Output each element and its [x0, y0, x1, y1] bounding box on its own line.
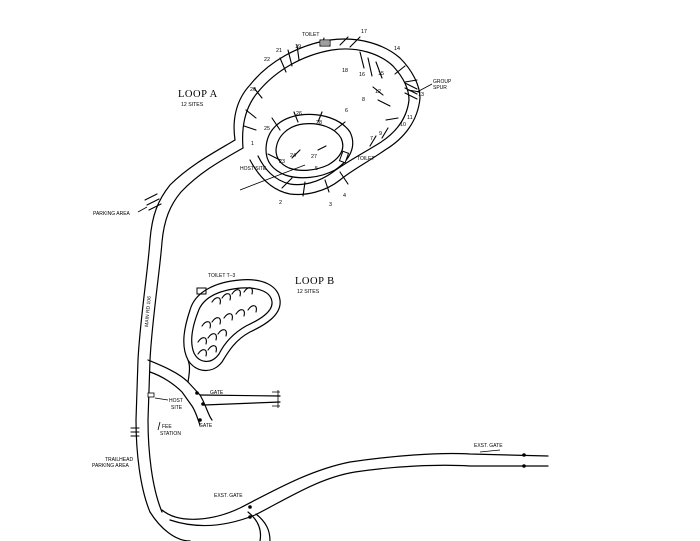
exit-road: [149, 449, 549, 541]
exit-gate-right-label: EXST. GATE: [474, 443, 503, 449]
loop-a-sites: 12 SITES: [181, 102, 204, 108]
site-number: 12: [375, 89, 381, 95]
site-number: 23: [279, 159, 285, 165]
host-site-pointer: [239, 164, 306, 191]
toilet-icon-right: [338, 150, 350, 164]
site-numbers: 1 2 3 4 5 6 7 8 9 10 11 12 13 14 15 16 1…: [250, 29, 424, 208]
site-number: 13: [418, 92, 424, 98]
loop-a-spurs: [243, 36, 421, 197]
host-site-a-label: HOST SITE: [240, 166, 267, 172]
site-number: 9: [379, 131, 382, 137]
site-number: 19: [295, 44, 301, 50]
site-number: 28: [316, 120, 322, 126]
site-number: 17: [361, 29, 367, 35]
main-road: [135, 139, 244, 513]
parking-area-label: PARKING AREA: [93, 211, 131, 217]
site-number: 6: [345, 108, 348, 114]
loop-b-title: LOOP B: [295, 276, 335, 287]
group-spur-label-1: GROUP: [433, 79, 452, 85]
site-number: 25: [264, 126, 270, 132]
site-number: 26: [296, 111, 302, 117]
group-spur-label-2: SPUR: [433, 85, 447, 91]
toilet-loop-b-label: TOILET T–3: [208, 273, 235, 279]
gate-2-label: GATE: [199, 423, 213, 429]
site-number: 14: [394, 46, 400, 52]
fee-station-label-1: FEE: [162, 424, 172, 430]
site-number: 24: [290, 153, 296, 159]
toilet-right-label: TOILET: [357, 156, 374, 162]
parking-icon: [137, 193, 162, 213]
site-number: 2: [279, 200, 282, 206]
site-number: 18: [342, 68, 348, 74]
site-number: 11: [407, 115, 413, 121]
site-number: 5: [315, 166, 318, 172]
loop-b-access: [147, 359, 281, 426]
host-site-b-label-2: SITE: [171, 405, 183, 411]
site-number: 3: [329, 202, 332, 208]
site-number: 21: [276, 48, 282, 54]
toilet-icon-top: [319, 39, 331, 47]
site-number: 15: [378, 71, 384, 77]
main-road-label: MAIN RD 106: [144, 296, 153, 327]
toilet-top-label: TOILET: [302, 32, 319, 38]
site-number: 4: [343, 193, 346, 199]
site-number: 10: [400, 122, 406, 128]
site-number: 8: [362, 97, 365, 103]
host-site-b-label-1: HOST: [169, 398, 183, 404]
toilet-icon-loop-b: [196, 287, 207, 295]
loop-b-sites: 12 SITES: [297, 289, 320, 295]
site-number: 27: [311, 154, 317, 160]
trailhead-label-1: TRAILHEAD: [105, 457, 133, 463]
site-number: 7: [370, 136, 373, 142]
exit-gate-left-label: EXST. GATE: [214, 493, 243, 499]
fee-station-label-2: STATION: [160, 431, 181, 437]
site-number: 20: [250, 87, 256, 93]
site-number: 22: [264, 57, 270, 63]
gate-markers: [195, 391, 526, 519]
trailhead-label-2: PARKING AREA: [92, 463, 130, 469]
group-spur: [404, 82, 433, 100]
station-markers: [130, 392, 169, 437]
site-number: 1: [251, 141, 254, 147]
gate-1-label: GATE: [210, 390, 224, 396]
site-number: 16: [359, 72, 365, 78]
loop-a-title: LOOP A: [178, 89, 218, 100]
